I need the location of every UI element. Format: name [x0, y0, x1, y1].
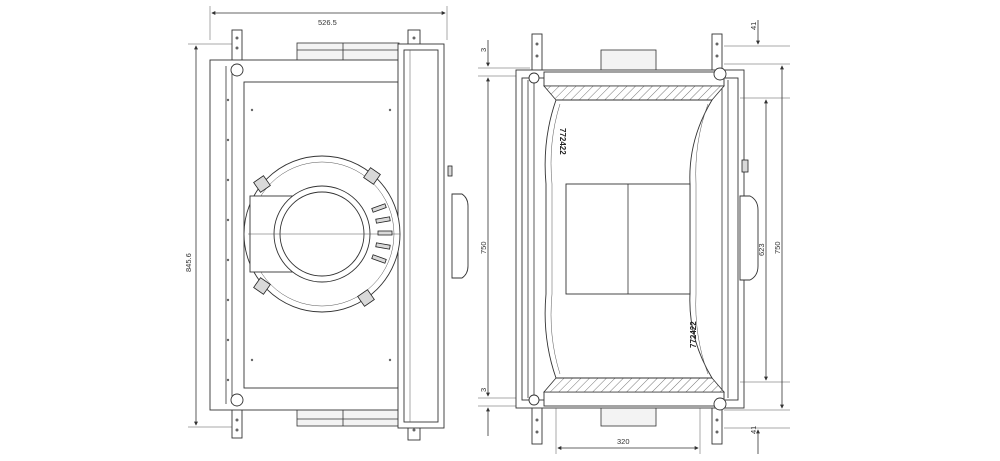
dim-height-label: 845.6 [184, 253, 193, 272]
side-view: 3 750 3 [478, 20, 790, 454]
front-width-dimension: 526.5 [209, 6, 448, 40]
dim-right-height-label: 750 [773, 241, 782, 254]
front-height-dimension: 845.6 [184, 43, 236, 428]
dim-right-bottom-label: 41 [749, 426, 758, 434]
side-left-dimensions: 3 750 3 [478, 40, 530, 436]
front-view: 526.5 845.6 [184, 6, 469, 441]
dim-bottom-width-label: 320 [617, 437, 630, 446]
part-mark-top: 772422 [558, 128, 567, 155]
dim-width-label: 526.5 [318, 18, 337, 27]
part-mark-bottom: 772422 [689, 321, 698, 348]
side-insulation-bands [543, 85, 725, 393]
side-brackets [531, 33, 723, 445]
front-right-frame [397, 43, 469, 429]
side-bottom-dimension: 320 [555, 408, 701, 454]
dim-right-inner-label: 623 [757, 243, 766, 256]
side-right-dimensions: 41 623 750 41 [724, 20, 790, 454]
dim-left-height-label: 750 [479, 241, 488, 254]
dim-right-top-label: 41 [749, 22, 758, 30]
dim-bottom-small-label: 3 [479, 388, 488, 392]
side-inner-cassette: 772422 772422 [544, 99, 713, 379]
front-fan-assembly [243, 155, 401, 313]
dim-top-small-label: 3 [479, 48, 488, 52]
